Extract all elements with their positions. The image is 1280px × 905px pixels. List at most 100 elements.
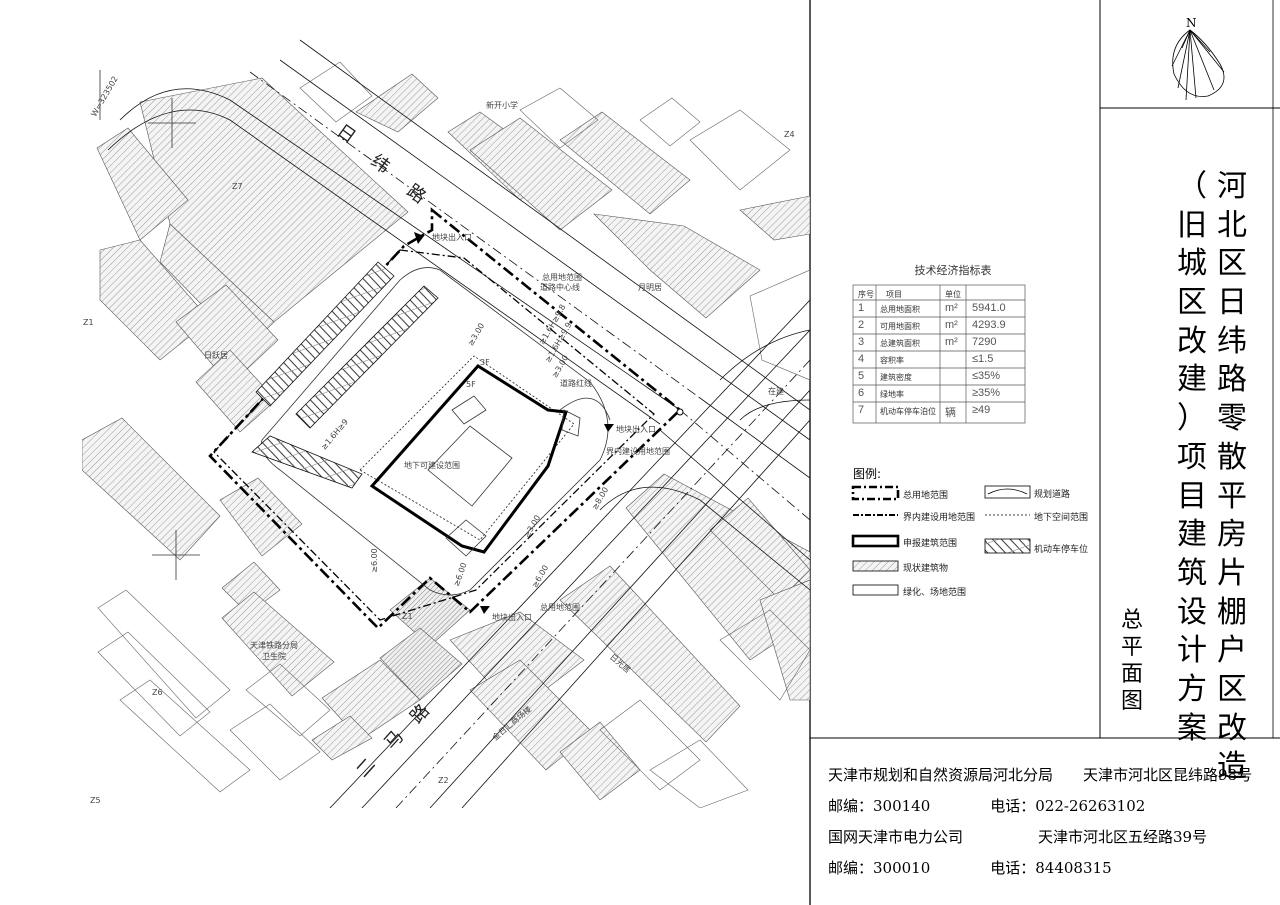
label-line-red: 道路红线 — [560, 379, 592, 388]
zone-z1-b: Z1 — [402, 612, 413, 621]
zone-z1-a: Z1 — [83, 318, 94, 327]
table-cell-item: 机动车停车泊位 — [880, 407, 936, 416]
table-cell-value: 5941.0 — [972, 302, 1006, 314]
title-glyph: 区 — [1217, 671, 1247, 707]
total-site-boundary — [208, 207, 682, 630]
label-underground-area: 地下可建设范围 — [404, 461, 460, 470]
landscape-outline — [261, 267, 609, 596]
underground-space — [359, 355, 575, 541]
legend-label-underground: 地下空间范围 — [1034, 513, 1089, 523]
title-glyph: 建 — [1177, 517, 1207, 553]
other-buildings — [97, 61, 810, 808]
title-glyph: 图 — [1120, 689, 1143, 714]
legend-label-greenery: 绿化、场地范围 — [903, 588, 967, 598]
zone-z5: Z5 — [90, 796, 101, 805]
existing-buildings — [82, 73, 810, 801]
project-title: 河北区日纬路零散平房片棚户区改造 — [1212, 172, 1252, 791]
table-cell-value: 7290 — [972, 336, 997, 348]
roads — [107, 39, 810, 808]
project-subtitle: （旧城区改建）项目建筑设计方案 — [1172, 172, 1212, 752]
table-cell-item: 绿地率 — [880, 390, 904, 399]
table-cell-unit: 辆 — [945, 407, 956, 419]
label-line-total-site: 总用地范围 — [542, 273, 582, 282]
entrance-markers — [414, 232, 614, 614]
indicator-table-title: 技术经济指标表 — [914, 264, 992, 277]
title-glyph: 改 — [1177, 323, 1207, 359]
title-glyph: 河 — [1217, 169, 1247, 204]
title-glyph: 户 — [1217, 633, 1247, 669]
title-glyph: （ — [1177, 169, 1207, 204]
title-glyph: 面 — [1120, 662, 1143, 687]
title-glyph: 片 — [1217, 555, 1247, 591]
table-cell-no: 4 — [858, 353, 865, 365]
table-cell-item: 总用地面积 — [880, 305, 920, 314]
frame — [809, 0, 1280, 905]
label-line-centerline: 道路中心线 — [540, 283, 580, 292]
contact-power-company: 国网天津市电力公司 天津市河北区五经路39号 — [828, 828, 1208, 846]
table-cell-item: 总建筑面积 — [880, 339, 920, 348]
title-glyph: 城 — [1177, 246, 1207, 282]
legend-road-swatch — [984, 485, 1031, 499]
title-glyph: 区 — [1177, 285, 1207, 321]
title-glyph: 案 — [1177, 710, 1207, 746]
title-glyph: 筑 — [1177, 555, 1207, 591]
building-interior — [427, 395, 611, 557]
title-glyph: 散 — [1217, 439, 1247, 475]
title-glyph: 平 — [1120, 635, 1143, 660]
road-node — [676, 408, 684, 416]
label-floors-5f: 5F — [466, 380, 476, 389]
table-header-item: 项目 — [886, 290, 902, 299]
north-arrow — [1171, 29, 1225, 101]
table-cell-unit: m² — [945, 319, 958, 331]
title-glyph: 旧 — [1177, 207, 1207, 243]
zone-z4: Z4 — [784, 130, 795, 139]
table-cell-unit: m² — [945, 336, 958, 348]
table-header-unit: 单位 — [945, 290, 961, 299]
crosshairs — [99, 70, 200, 580]
north-label: N — [1186, 16, 1197, 30]
label-under-construction: 在建 — [768, 387, 784, 396]
table-cell-value: ≤1.5 — [972, 353, 994, 365]
table-cell-item: 可用地面积 — [880, 322, 920, 331]
table-cell-no: 5 — [858, 370, 865, 382]
zone-z7: Z7 — [232, 182, 243, 191]
title-glyph: 改 — [1217, 710, 1247, 746]
site-map — [82, 39, 810, 808]
table-cell-no: 6 — [858, 387, 865, 399]
contact-planning-postcode-phone: 邮编：300140 电话：022-26263102 — [828, 797, 1146, 815]
table-cell-no: 2 — [858, 319, 865, 331]
label-entrance-east: 地块出入口 — [616, 425, 656, 434]
table-cell-value: 4293.9 — [972, 319, 1006, 331]
title-glyph: 零 — [1217, 401, 1247, 437]
title-glyph: 计 — [1177, 633, 1207, 669]
label-line-total-site-south: 总用地范围 — [540, 603, 580, 612]
title-glyph: 造 — [1217, 749, 1247, 785]
zone-z2: Z2 — [438, 776, 449, 785]
table-cell-no: 7 — [858, 404, 865, 416]
legend-swatches — [851, 485, 1031, 596]
table-header-no: 序号 — [858, 290, 874, 299]
table-cell-no: 1 — [858, 302, 865, 314]
title-glyph: 建 — [1177, 362, 1207, 398]
legend-label-declared-building: 申报建筑范围 — [903, 539, 958, 549]
title-glyph: 区 — [1217, 246, 1247, 282]
label-yueming: 月明居 — [638, 283, 662, 292]
title-glyph: 总 — [1120, 608, 1143, 633]
legend-label-planned-road: 规划道路 — [1034, 490, 1071, 500]
contact-power-postcode-phone: 邮编：300010 电话：84408315 — [828, 859, 1112, 877]
legend-title: 图例: — [853, 467, 882, 481]
indicator-table-grid — [852, 284, 1026, 424]
contact-planning-bureau: 天津市规划和自然资源局河北分局 天津市河北区昆纬路98号 — [828, 766, 1253, 784]
zone-z6: Z6 — [152, 688, 163, 697]
title-glyph: 北 — [1217, 207, 1247, 243]
title-glyph: 路 — [1217, 362, 1247, 398]
table-cell-unit: m² — [945, 302, 958, 314]
label-floor-3f: 3F — [480, 358, 490, 367]
title-glyph: 纬 — [1217, 323, 1247, 359]
label-entrance-south: 地块出入口 — [492, 613, 532, 622]
table-cell-item: 建筑密度 — [880, 373, 912, 382]
title-glyph: 目 — [1177, 478, 1207, 514]
legend-label-parking: 机动车停车位 — [1034, 545, 1089, 555]
title-glyph: 项 — [1177, 439, 1207, 475]
